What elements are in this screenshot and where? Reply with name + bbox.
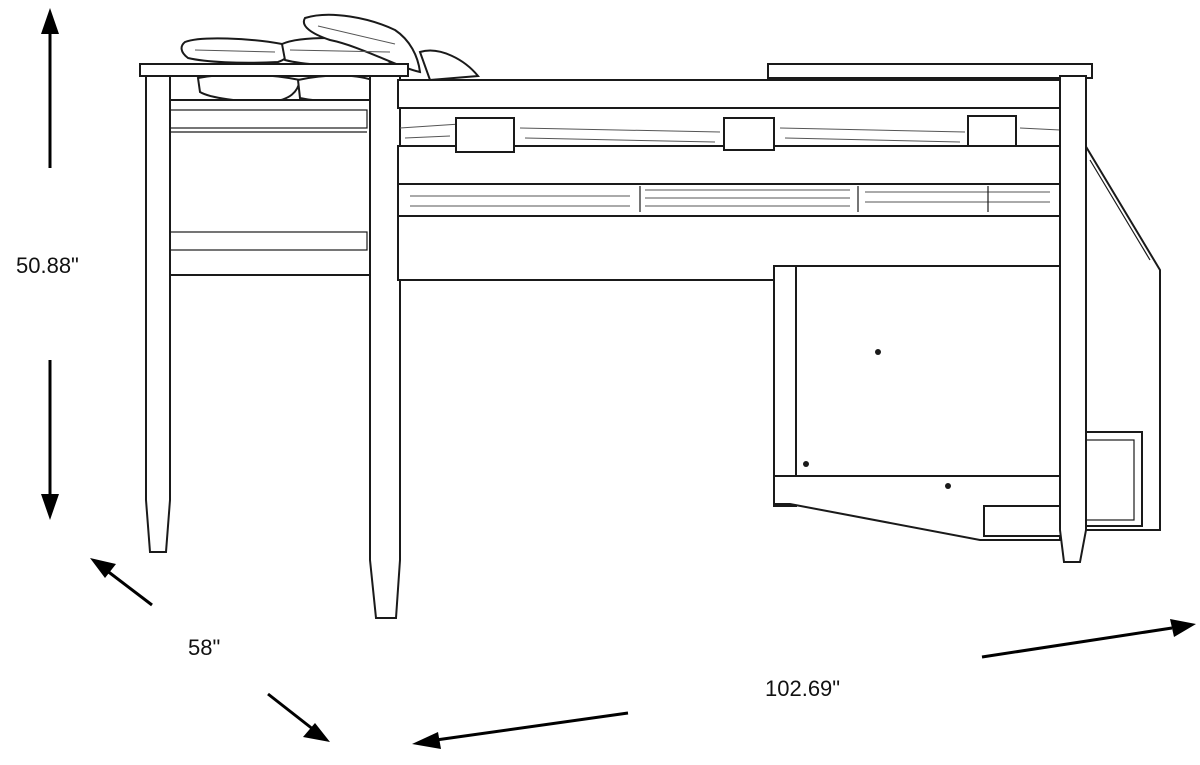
height-dimension-label: 50.88"	[16, 253, 79, 278]
width-dimension-arrow	[412, 619, 1196, 749]
height-dimension-arrow	[41, 8, 59, 520]
bed-frame	[139, 13, 1161, 619]
depth-dimension-arrow	[90, 558, 330, 742]
width-dimension-label: 102.69"	[765, 676, 841, 701]
depth-dimension-label: 58"	[188, 635, 221, 660]
